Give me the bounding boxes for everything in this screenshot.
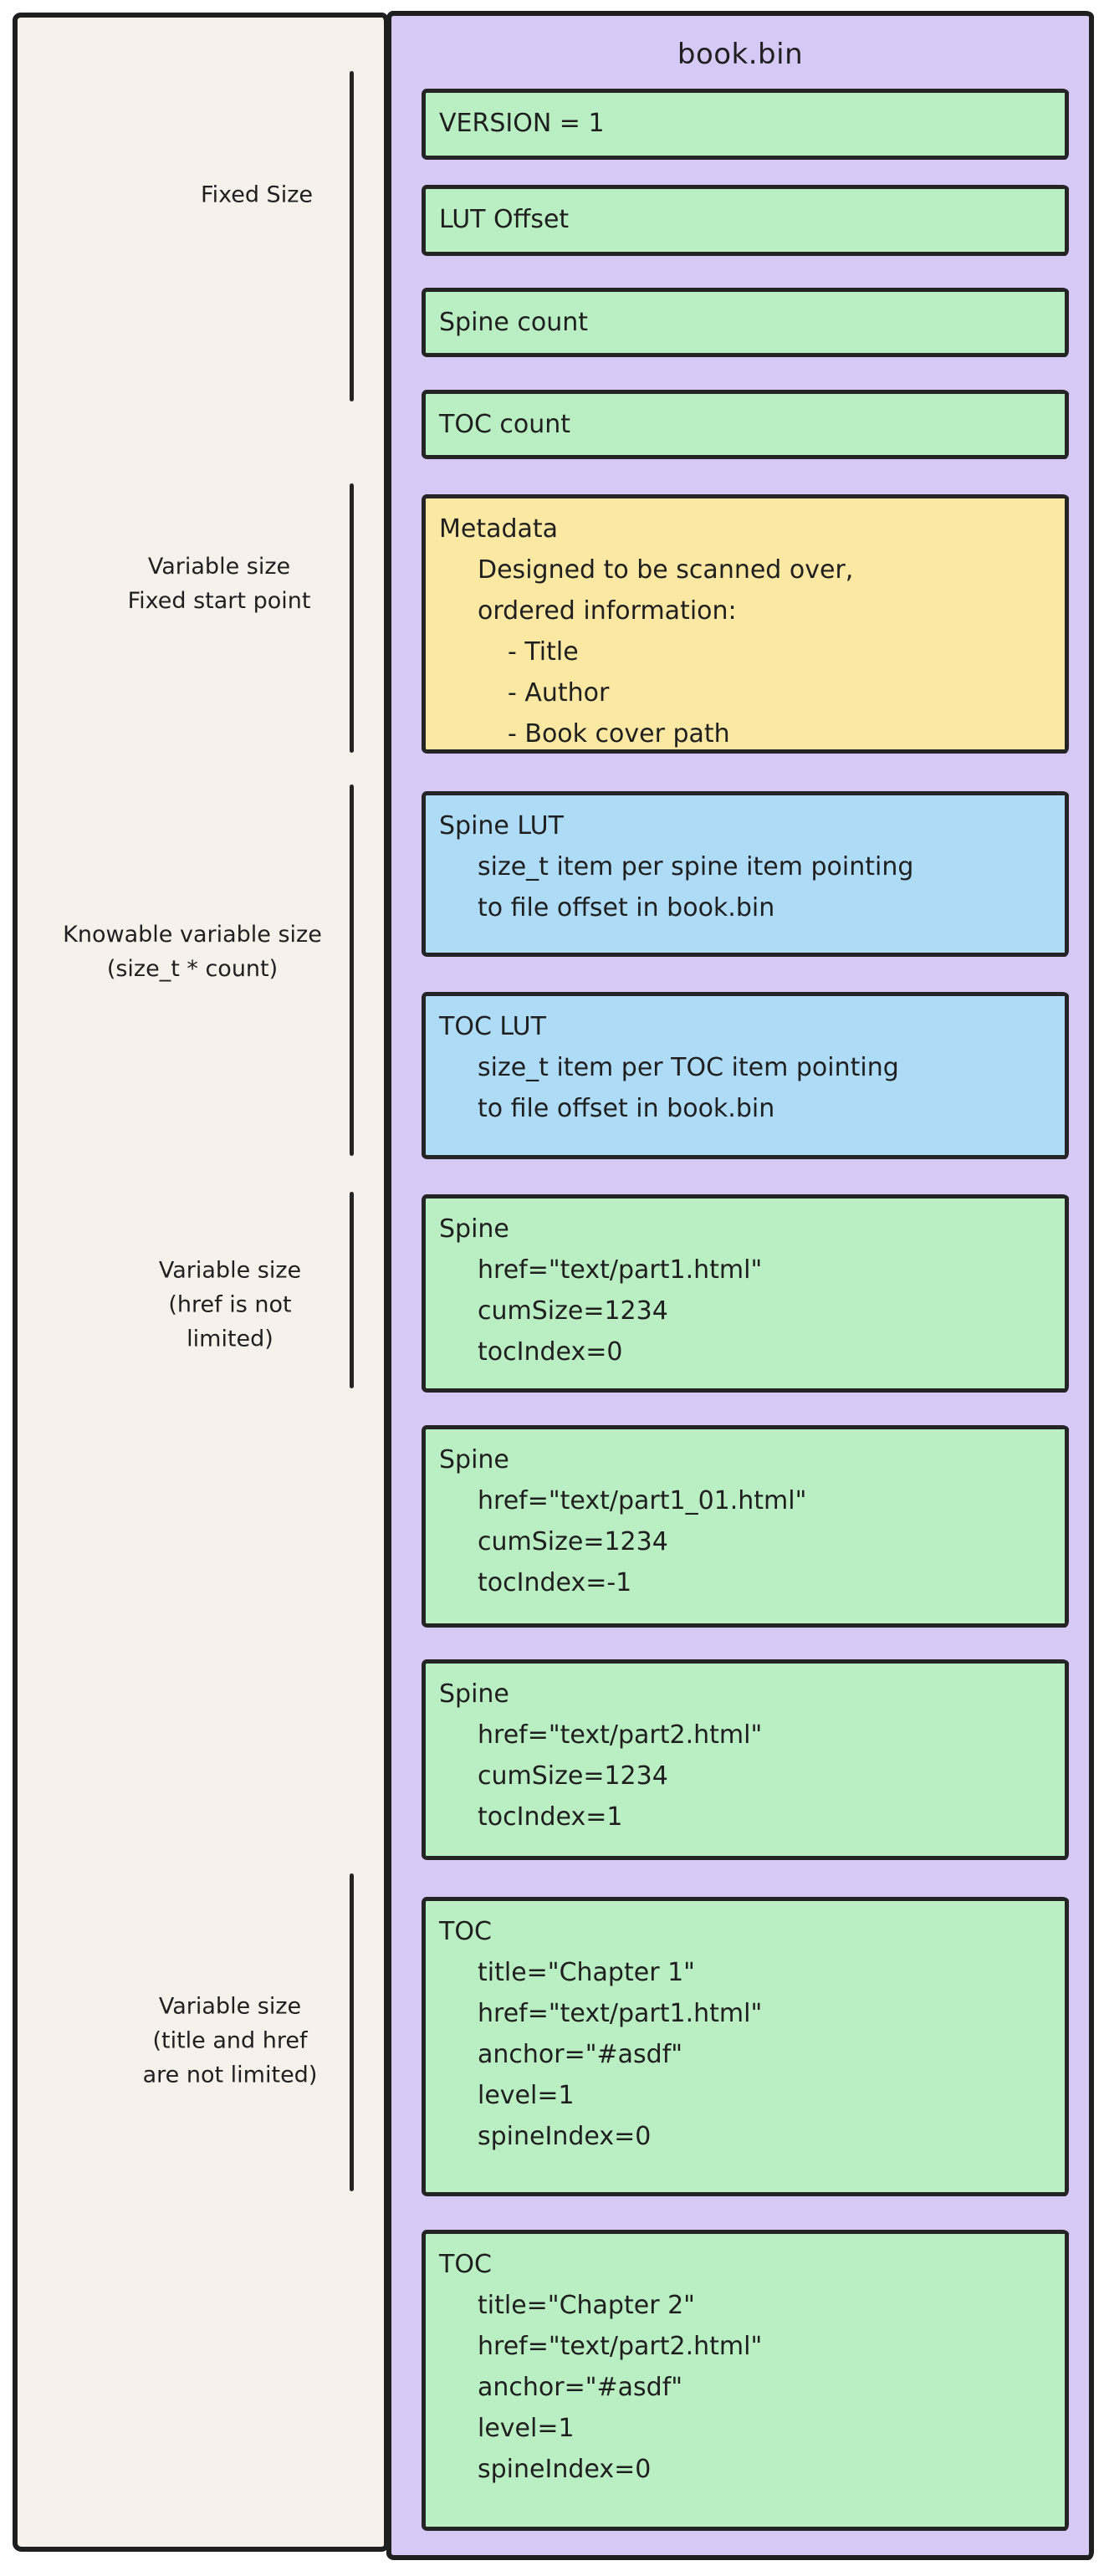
box-line: - Author	[508, 678, 610, 708]
box-line: size_t item per TOC item pointing	[478, 1053, 899, 1082]
box-line: - Title	[508, 637, 579, 667]
box-line: title="Chapter 1"	[478, 1958, 695, 1987]
section-bracket-line	[350, 785, 354, 1156]
box-line: to file offset in book.bin	[478, 893, 775, 923]
box-line: tocIndex=-1	[478, 1568, 632, 1597]
box-line: href="text/part1_01.html"	[478, 1486, 807, 1515]
box-line: spineIndex=0	[478, 2455, 652, 2484]
section-label: Variable size (href is not limited)	[158, 1257, 302, 1352]
section-bracket-line	[350, 1873, 354, 2191]
bin-box: Spine LUT size_t item per spine item poin…	[422, 791, 1069, 957]
box-line: Metadata	[439, 514, 559, 544]
box-line: Spine	[439, 1445, 509, 1475]
bin-box: TOC LUT size_t item per TOC item pointing…	[422, 992, 1069, 1159]
box-line: Spine	[439, 1679, 509, 1709]
box-line: anchor="#asdf"	[478, 2040, 683, 2069]
box-line: href="text/part2.html"	[478, 1720, 763, 1750]
box-line: TOC	[439, 1917, 492, 1946]
box-line: title="Chapter 2"	[478, 2291, 695, 2320]
bin-box: TOC title="Chapter 2" href="text/part2.htm…	[422, 2230, 1069, 2531]
box-line: level=1	[478, 2414, 575, 2443]
box-line: - Book cover path	[508, 719, 730, 749]
bin-box: TOC count	[422, 390, 1069, 459]
bin-box: Spine href="text/part1.html" cumSize=1234 t…	[422, 1194, 1069, 1393]
section-bracket-line	[350, 71, 354, 401]
bin-box: TOC title="Chapter 1" href="text/part1.htm…	[422, 1897, 1069, 2196]
section-label: Variable size Fixed start point	[127, 554, 311, 614]
file-title: book.bin	[677, 38, 804, 71]
section-bracket-line	[350, 1192, 354, 1388]
box-line: TOC	[439, 2250, 492, 2279]
box-line: cumSize=1234	[478, 1761, 668, 1791]
bin-box: Spine href="text/part2.html" cumSize=1234 t…	[422, 1659, 1069, 1860]
box-line: tocIndex=0	[478, 1337, 623, 1367]
box-line: TOC LUT	[439, 1012, 546, 1041]
box-line: anchor="#asdf"	[478, 2373, 683, 2402]
box-line: LUT Offset	[439, 205, 570, 234]
box-line: Spine	[439, 1214, 509, 1244]
box-line: cumSize=1234	[478, 1527, 668, 1556]
box-line: Spine count	[439, 308, 589, 337]
box-line: Designed to be scanned over,	[478, 555, 854, 585]
bin-box: VERSION = 1	[422, 89, 1069, 160]
box-line: Spine LUT	[439, 811, 564, 841]
box-line: href="text/part1.html"	[478, 1255, 763, 1285]
box-line: VERSION = 1	[439, 109, 605, 138]
box-line: href="text/part1.html"	[478, 1999, 763, 2028]
box-line: level=1	[478, 2081, 575, 2110]
box-line: tocIndex=1	[478, 1802, 623, 1832]
bin-box: LUT Offset	[422, 185, 1069, 256]
left-annotation-panel	[13, 13, 389, 2552]
section-label: Knowable variable size (size_t * count)	[63, 922, 322, 982]
box-line: href="text/part2.html"	[478, 2332, 763, 2361]
section-bracket-line	[350, 483, 354, 753]
bin-box: Spine href="text/part1_01.html" cumSize=12…	[422, 1425, 1069, 1628]
bin-box: Spine count	[422, 288, 1069, 357]
box-line: size_t item per spine item pointing	[478, 852, 914, 882]
box-line: TOC count	[439, 410, 571, 439]
box-line: to file offset in book.bin	[478, 1094, 775, 1123]
box-line: spineIndex=0	[478, 2122, 652, 2151]
box-line: ordered information:	[478, 596, 737, 626]
section-label: Fixed Size	[201, 181, 313, 208]
box-line: cumSize=1234	[478, 1296, 668, 1326]
section-label: Variable size (title and href are not li…	[142, 1993, 318, 2088]
